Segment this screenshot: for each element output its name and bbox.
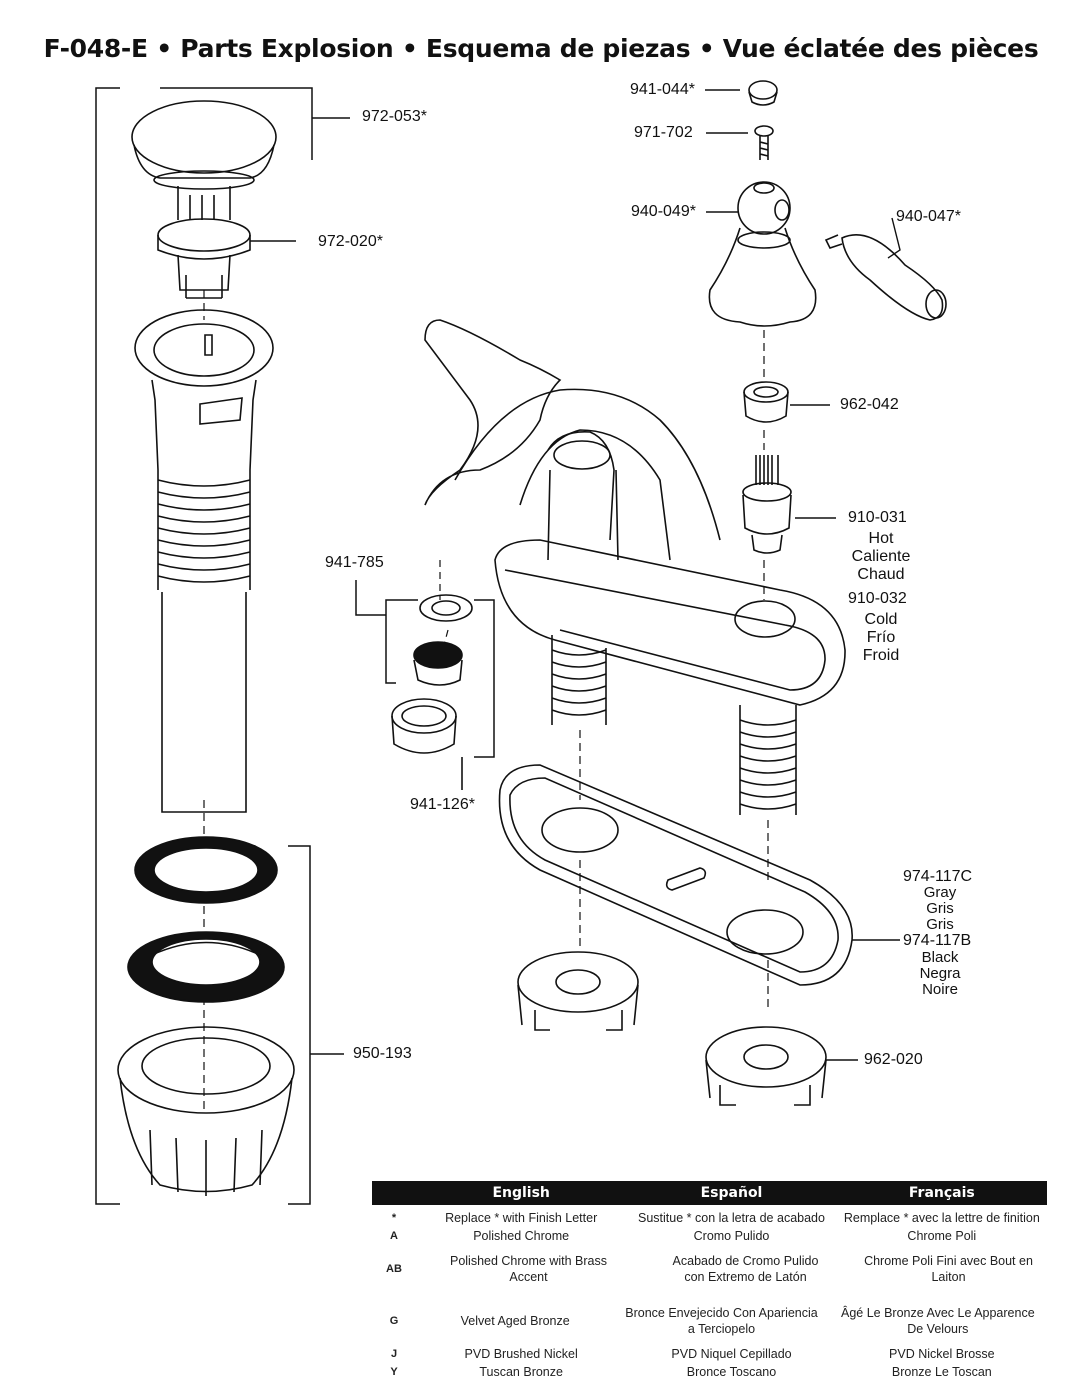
legend-header: English Español Français [372, 1181, 1047, 1205]
flange-nut-icon [117, 1026, 295, 1196]
part-label-962-042: 962-042 [840, 396, 899, 413]
part-label-974-117B: 974-117B [903, 932, 972, 949]
part-label-974-117C: 974-117C [903, 868, 973, 885]
stopper-body-icon [157, 186, 251, 299]
page-title: F-048-E • Parts Explosion • Esquema de p… [43, 34, 1039, 63]
drain-body-icon [134, 309, 274, 813]
aerator-assembly [355, 560, 495, 790]
part-label-940-049: 940-049* [631, 203, 696, 220]
part-label-941-044: 941-044* [630, 81, 695, 98]
base-gasket [498, 764, 853, 1010]
handle-assembly [708, 80, 947, 600]
legend-row: Y Tuscan Bronze Bronce Toscano Bronze Le… [390, 1365, 992, 1379]
legend-header-espanol: Español [700, 1185, 763, 1201]
leader-lines [250, 89, 901, 1061]
mounting-nut-left-icon [517, 951, 639, 1031]
index-button-icon [748, 80, 778, 106]
locknut-gasket-icon [127, 931, 285, 1003]
legend-row: AB Polished Chrome with Brass Accent Aca… [386, 1254, 1033, 1284]
gasket-icon [134, 836, 278, 904]
legend-row: J PVD Brushed Nickel PVD Niquel Cepillad… [390, 1347, 995, 1361]
lever-icon [824, 234, 947, 321]
handle-hub-icon [708, 181, 817, 327]
part-label-950-193: 950-193 [353, 1045, 412, 1062]
cartridge-icon [742, 455, 792, 554]
legend-header-english: English [492, 1185, 550, 1201]
part-label-962-020: 962-020 [864, 1051, 923, 1068]
part-label-971-702: 971-702 [634, 124, 693, 141]
finish-legend-table: English Español Français * Replace * wit… [372, 1181, 1047, 1381]
drain-assembly [95, 87, 313, 1205]
legend-row: A Polished Chrome Cromo Pulido Chrome Po… [390, 1229, 977, 1243]
bonnet-nut-icon [743, 381, 789, 423]
faucet-body [424, 319, 846, 880]
stopper-cap-icon [131, 100, 277, 190]
part-label-941-126: 941-126* [410, 796, 475, 813]
legend-row: G Velvet Aged Bronze Bronce Envejecido C… [389, 1306, 1035, 1336]
part-label-941-785: 941-785 [325, 554, 384, 571]
part-label-910-031: 910-031 [848, 509, 907, 526]
part-label-940-047: 940-047* [896, 208, 961, 225]
legend-row: * Replace * with Finish Letter Sustitue … [391, 1211, 1040, 1225]
lever-handle-icon [424, 319, 562, 506]
part-label-910-032: 910-032 [848, 590, 907, 607]
legend-header-francais: Français [908, 1185, 975, 1201]
aerator-icon [413, 641, 463, 686]
screw-icon [754, 125, 774, 160]
part-label-972-020: 972-020* [318, 233, 383, 250]
part-label-972-053: 972-053* [362, 108, 427, 125]
mounting-nut-right-icon [705, 1026, 827, 1106]
